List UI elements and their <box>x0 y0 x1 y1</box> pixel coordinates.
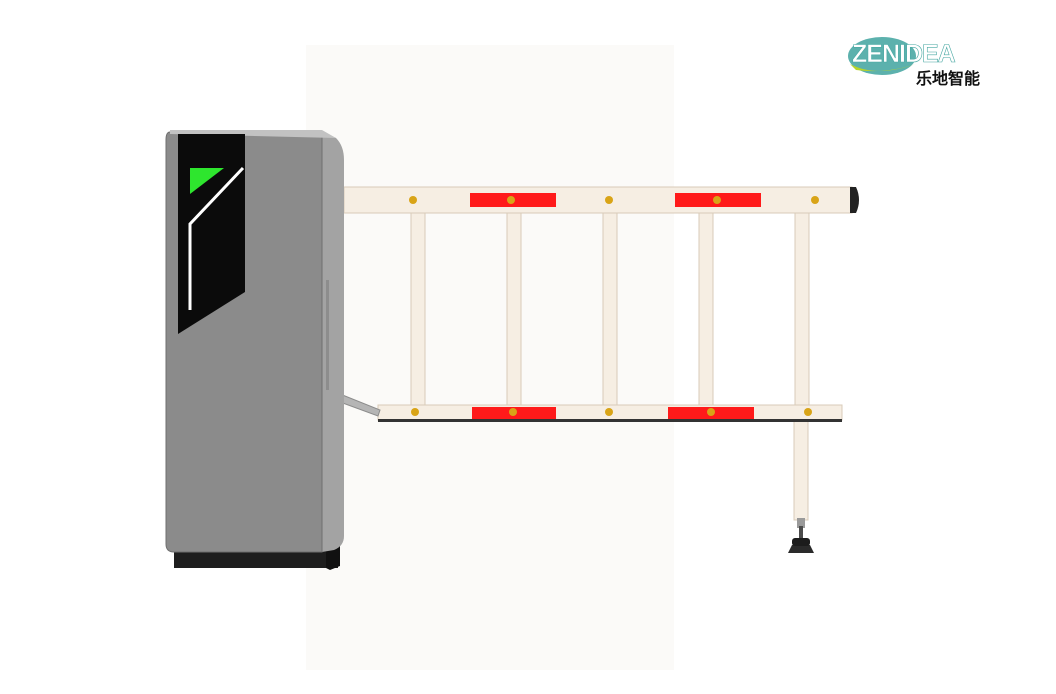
cabinet-base-shade <box>326 546 340 570</box>
linkage-arm <box>339 393 381 417</box>
brand-logo: ZENIDEA 乐地智能 <box>848 37 980 88</box>
gate-cabinet <box>165 130 344 570</box>
cabinet-side <box>322 132 344 552</box>
bolts-bottom <box>411 408 812 416</box>
panel-highlight-line <box>188 166 245 310</box>
bottom-boom-rail <box>377 404 843 422</box>
picket-3 <box>602 211 618 409</box>
logo-text-cn: 乐地智能 <box>916 69 980 88</box>
picket-1 <box>410 211 426 409</box>
picket-5 <box>794 211 810 409</box>
post-foot <box>788 545 814 553</box>
logo-swoosh-teal <box>848 37 916 75</box>
cabinet-top <box>170 130 336 138</box>
bolts-top <box>409 196 819 204</box>
boom-end-cap <box>850 187 859 213</box>
logo-text-latin: ZENIDEA <box>852 40 956 68</box>
fence-pickets <box>410 211 810 409</box>
green-arrow-icon <box>190 168 224 194</box>
top-boom-arm <box>343 186 859 214</box>
picket-2 <box>506 211 522 409</box>
support-post <box>788 419 814 553</box>
picket-4 <box>698 211 714 409</box>
